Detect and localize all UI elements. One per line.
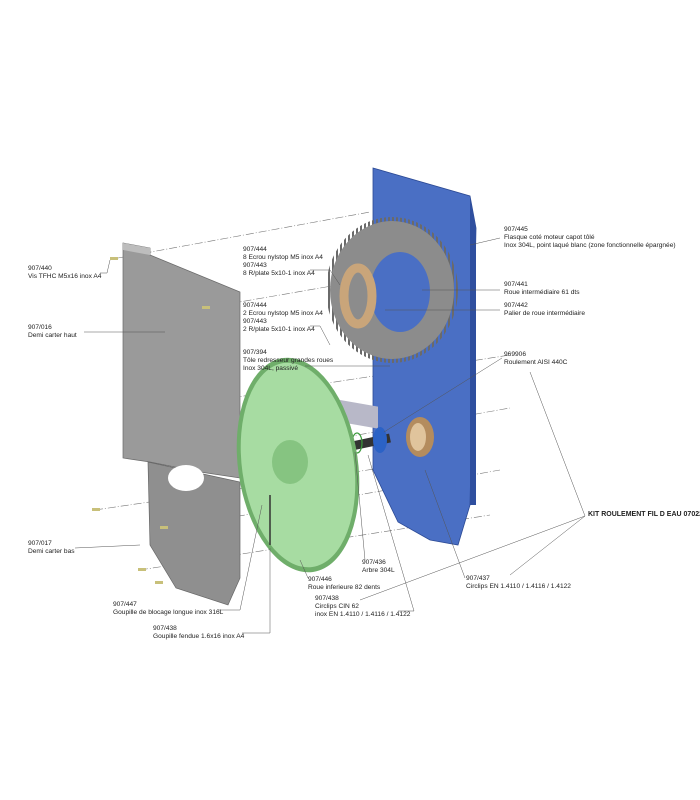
part-desc: inox EN 1.4110 / 1.4116 / 1.4122 [315,611,411,618]
roulement [373,427,387,453]
leader-lines [74,237,586,634]
part-desc: Circlips EN 1.4110 / 1.4116 / 1.4122 [466,583,571,590]
part-ref: 907/444 [243,302,267,309]
part-desc: Goupille fendue 1.6x16 inox A4 [153,633,245,640]
part-desc: 8 Ecrou nylstop M5 inox A4 [243,254,323,261]
kit-label: KIT ROULEMENT FIL D EAU 070225 [588,511,700,518]
part-ref: 907/438 [315,595,339,602]
part-ref: 907/443 [243,262,267,269]
part-ref: 907/445 [504,226,528,233]
part-ref: 907/441 [504,281,528,288]
part-desc: Circlips CIN 62 [315,603,359,610]
part-ref: 907/440 [28,265,52,272]
part-ref: 907/438 [153,625,177,632]
part-ref: 907/394 [243,349,267,356]
part-desc: Roulement AISI 440C [504,359,568,366]
roue-inferieure [236,357,360,573]
part-ref: 907/443 [243,318,267,325]
part-desc: Roue inferieure 82 dents [308,584,381,591]
part-desc: Arbre 304L [362,567,395,574]
part-desc: 8 R/plate 5x10-1 inox A4 [243,270,315,277]
palier-roue [339,263,377,329]
part-desc: Demi carter haut [28,332,77,339]
part-desc: 2 Ecrou nylstop M5 inox A4 [243,310,323,317]
part-desc: Inox 304L, passivé [243,365,298,372]
part-ref: 907/442 [504,302,528,309]
part-desc: Roue intermédiaire 61 dts [504,289,580,296]
part-desc: Palier de roue intermédiaire [504,310,585,317]
part-desc: Demi carter bas [28,548,75,555]
part-desc: Goupille de blocage longue inox 316L [113,609,224,616]
part-ref: 907/446 [308,576,332,583]
part-ref: 907/016 [28,324,52,331]
part-ref: 907/436 [362,559,386,566]
part-ref: 907/444 [243,246,267,253]
part-ref: 907/447 [113,601,137,608]
part-desc: Vis TFHC M5x16 inox A4 [28,273,102,280]
part-desc: Inox 304L, point laqué blanc (zone fonct… [504,242,676,249]
bague [406,417,434,457]
part-ref: 907/437 [466,575,490,582]
part-desc: Flasque coté moteur capot tôlé [504,234,595,241]
part-ref: 907/017 [28,540,52,547]
part-ref: 969906 [504,351,527,358]
part-desc: 2 R/plate 5x10-1 inox A4 [243,326,315,333]
part-desc: Tôle redresseur grandes roues [243,357,334,364]
demi-carter-haut [122,242,241,479]
vis-icons [92,257,210,584]
